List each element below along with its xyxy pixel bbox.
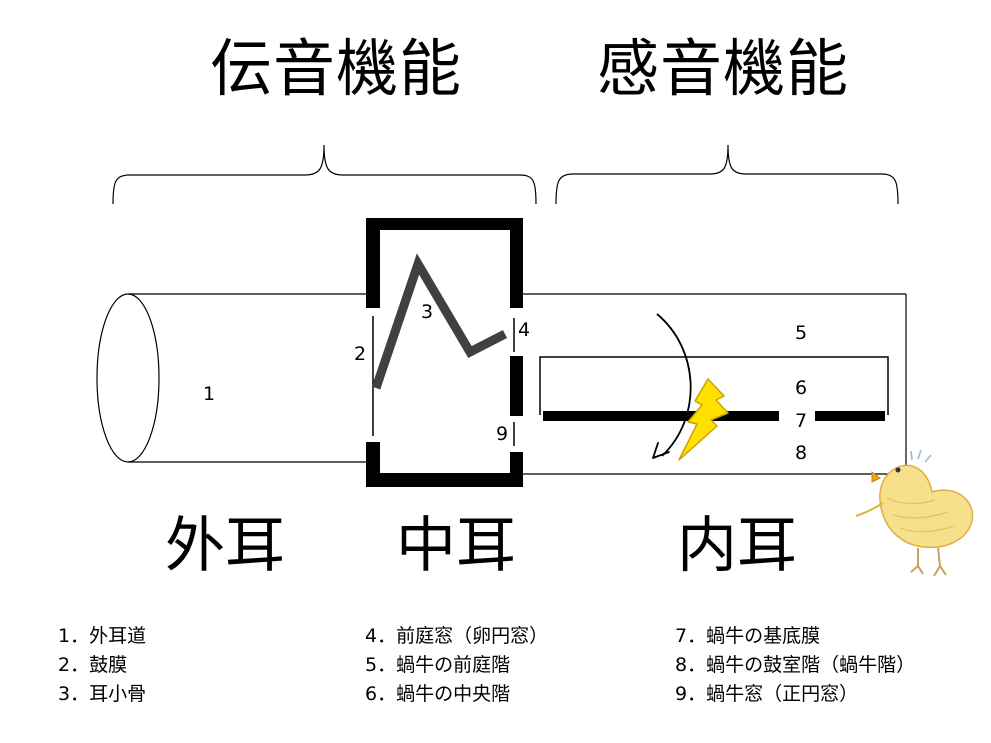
marker-8: 8 xyxy=(795,442,808,464)
legend-item: 2．鼓膜 xyxy=(58,654,128,676)
marker-6: 6 xyxy=(795,377,808,399)
marker-1: 1 xyxy=(203,383,216,405)
external-auditory-canal xyxy=(96,293,370,463)
region-inner-ear: 内耳 xyxy=(677,511,797,581)
legend-item: 3．耳小骨 xyxy=(58,683,147,705)
legend-item: 8．蝸牛の鼓室階（蝸牛階） xyxy=(675,654,916,676)
marker-3: 3 xyxy=(421,301,434,323)
marker-2: 2 xyxy=(354,343,367,365)
legend-column-3: 7．蝸牛の基底膜 8．蝸牛の鼓室階（蝸牛階） 9．蝸牛窓（正円窓） xyxy=(675,622,915,709)
legend-item: 4．前庭窓（卵円窓） xyxy=(365,625,549,647)
legend-item: 1．外耳道 xyxy=(58,625,147,647)
legend-item: 7．蝸牛の基底膜 xyxy=(675,625,821,647)
marker-9: 9 xyxy=(496,423,509,445)
marker-4: 4 xyxy=(518,319,531,341)
region-middle-ear: 中耳 xyxy=(396,511,516,581)
legend-item: 6．蝸牛の中央階 xyxy=(365,683,511,705)
legend-item: 9．蝸牛窓（正円窓） xyxy=(675,683,859,705)
heading-conduction: 伝音機能 xyxy=(210,32,463,105)
lightning-bolt-icon xyxy=(678,378,729,461)
brace-conduction xyxy=(112,144,537,205)
sound-flow-arrow xyxy=(652,313,692,459)
region-outer-ear: 外耳 xyxy=(165,511,285,581)
chick-illustration xyxy=(855,449,974,577)
legend-item: 5．蝸牛の前庭階 xyxy=(365,654,511,676)
heading-perception: 感音機能 xyxy=(597,32,850,105)
cochlea xyxy=(523,293,907,475)
legend-column-2: 4．前庭窓（卵円窓） 5．蝸牛の前庭階 6．蝸牛の中央階 xyxy=(365,622,548,709)
middle-ear-chamber xyxy=(366,218,523,487)
legend-column-1: 1．外耳道 2．鼓膜 3．耳小骨 xyxy=(58,622,146,709)
marker-5: 5 xyxy=(795,322,808,344)
brace-perception xyxy=(555,144,899,205)
scala-media xyxy=(539,356,889,415)
ossicles xyxy=(371,253,508,390)
basilar-membrane xyxy=(543,411,885,421)
marker-7: 7 xyxy=(795,410,808,432)
